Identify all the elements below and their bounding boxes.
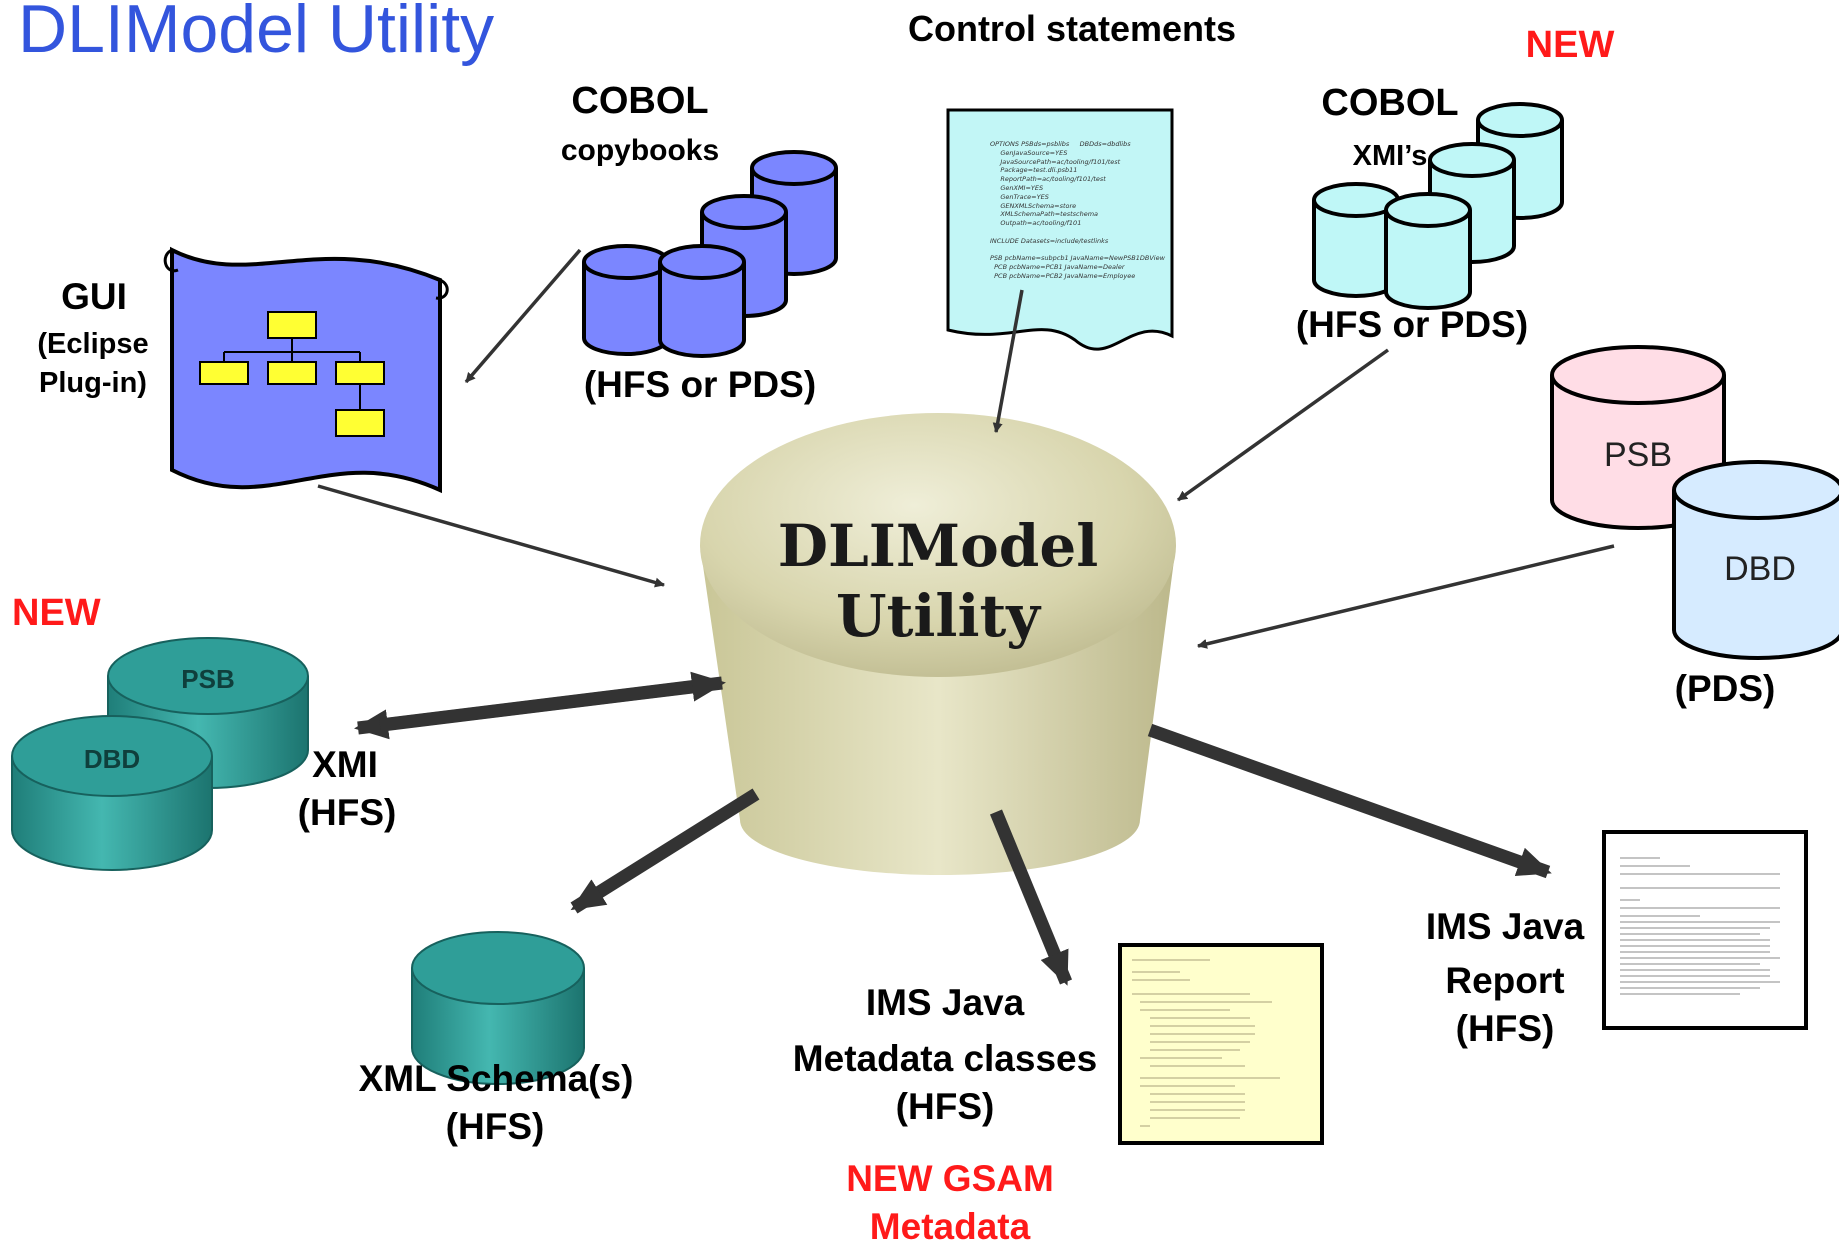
xmi-dbd-label: DBD (83, 744, 141, 774)
metadata-classes-document-icon (1118, 943, 1324, 1145)
arrow-xmis-to-hub (1176, 348, 1390, 502)
pds-storage-label: (PDS) (1674, 668, 1776, 709)
report-label-line2: Report (1445, 960, 1565, 1001)
arrow-copybooks-to-gui (464, 248, 582, 384)
dbd-pds-label: DBD (1724, 550, 1796, 588)
hub-label-line2: Utility (836, 582, 1040, 650)
cobol-copybooks-subtitle: copybooks (560, 134, 720, 167)
cobol-xmis-subtitle: XMI’s (1352, 140, 1428, 172)
gui-plugin-label: Plug-in) (39, 367, 147, 399)
psb-pds-label: PSB (1603, 436, 1673, 474)
gui-eclipse-label: (Eclipse (37, 328, 149, 360)
control-statements-label: Control statements (907, 8, 1237, 49)
cobol-copybooks-storage: (HFS or PDS) (583, 364, 817, 405)
copybook-cylinders-icon (582, 150, 838, 358)
xmi-output-new-badge: NEW (12, 592, 101, 634)
xmi-cylinders-icon (1312, 102, 1564, 310)
cobol-xmis-title: COBOL (1321, 82, 1459, 124)
arrow-gui-to-hub (317, 484, 665, 588)
metadata-storage: (HFS) (895, 1086, 995, 1127)
xmi-dbd-cylinder-icon (11, 715, 213, 871)
xmi-new-badge: NEW (1525, 24, 1615, 66)
arrow-pds-to-hub (1197, 544, 1615, 649)
cobol-copybooks-title: COBOL (571, 80, 709, 122)
report-document-icon (1602, 830, 1808, 1030)
hub-label-line1: DLIModel (777, 512, 1099, 580)
gui-window-icon (163, 246, 449, 494)
arrow-hub-to-xml-schema (570, 788, 760, 914)
control-statements-document-icon (946, 108, 1174, 351)
arrow-control-to-hub (992, 289, 1024, 433)
gsam-metadata-label: Metadata (869, 1206, 1031, 1247)
metadata-label-line1: IMS Java (865, 982, 1025, 1023)
report-storage: (HFS) (1455, 1008, 1555, 1049)
xml-schema-storage: (HFS) (445, 1106, 545, 1147)
gsam-new-label: NEW GSAM (846, 1158, 1054, 1199)
page-title: DLIModel Utility (18, 0, 495, 67)
cobol-xmis-storage: (HFS or PDS) (1295, 304, 1529, 345)
xml-schema-label: XML Schema(s) (358, 1058, 634, 1099)
xml-schema-cylinder-icon (411, 931, 585, 1085)
arrow-hub-to-metadata (989, 809, 1073, 986)
metadata-label-line2: Metadata classes (792, 1038, 1098, 1079)
report-label-line1: IMS Java (1425, 906, 1585, 947)
dlimodel-utility-hub (700, 413, 1176, 875)
control-statements-text: OPTIONS PSBds=psblibs DBDds=dbdlibs GenJ… (990, 140, 1165, 280)
xmi-output-label: XMI (312, 744, 378, 785)
xmi-psb-label: PSB (181, 664, 235, 694)
arrow-hub-to-report (1147, 723, 1552, 879)
xmi-output-storage: (HFS) (297, 792, 397, 833)
dbd-pds-cylinder-icon (1672, 460, 1839, 660)
gui-label: GUI (61, 276, 127, 317)
arrow-xmi-to-hub (379, 671, 726, 732)
